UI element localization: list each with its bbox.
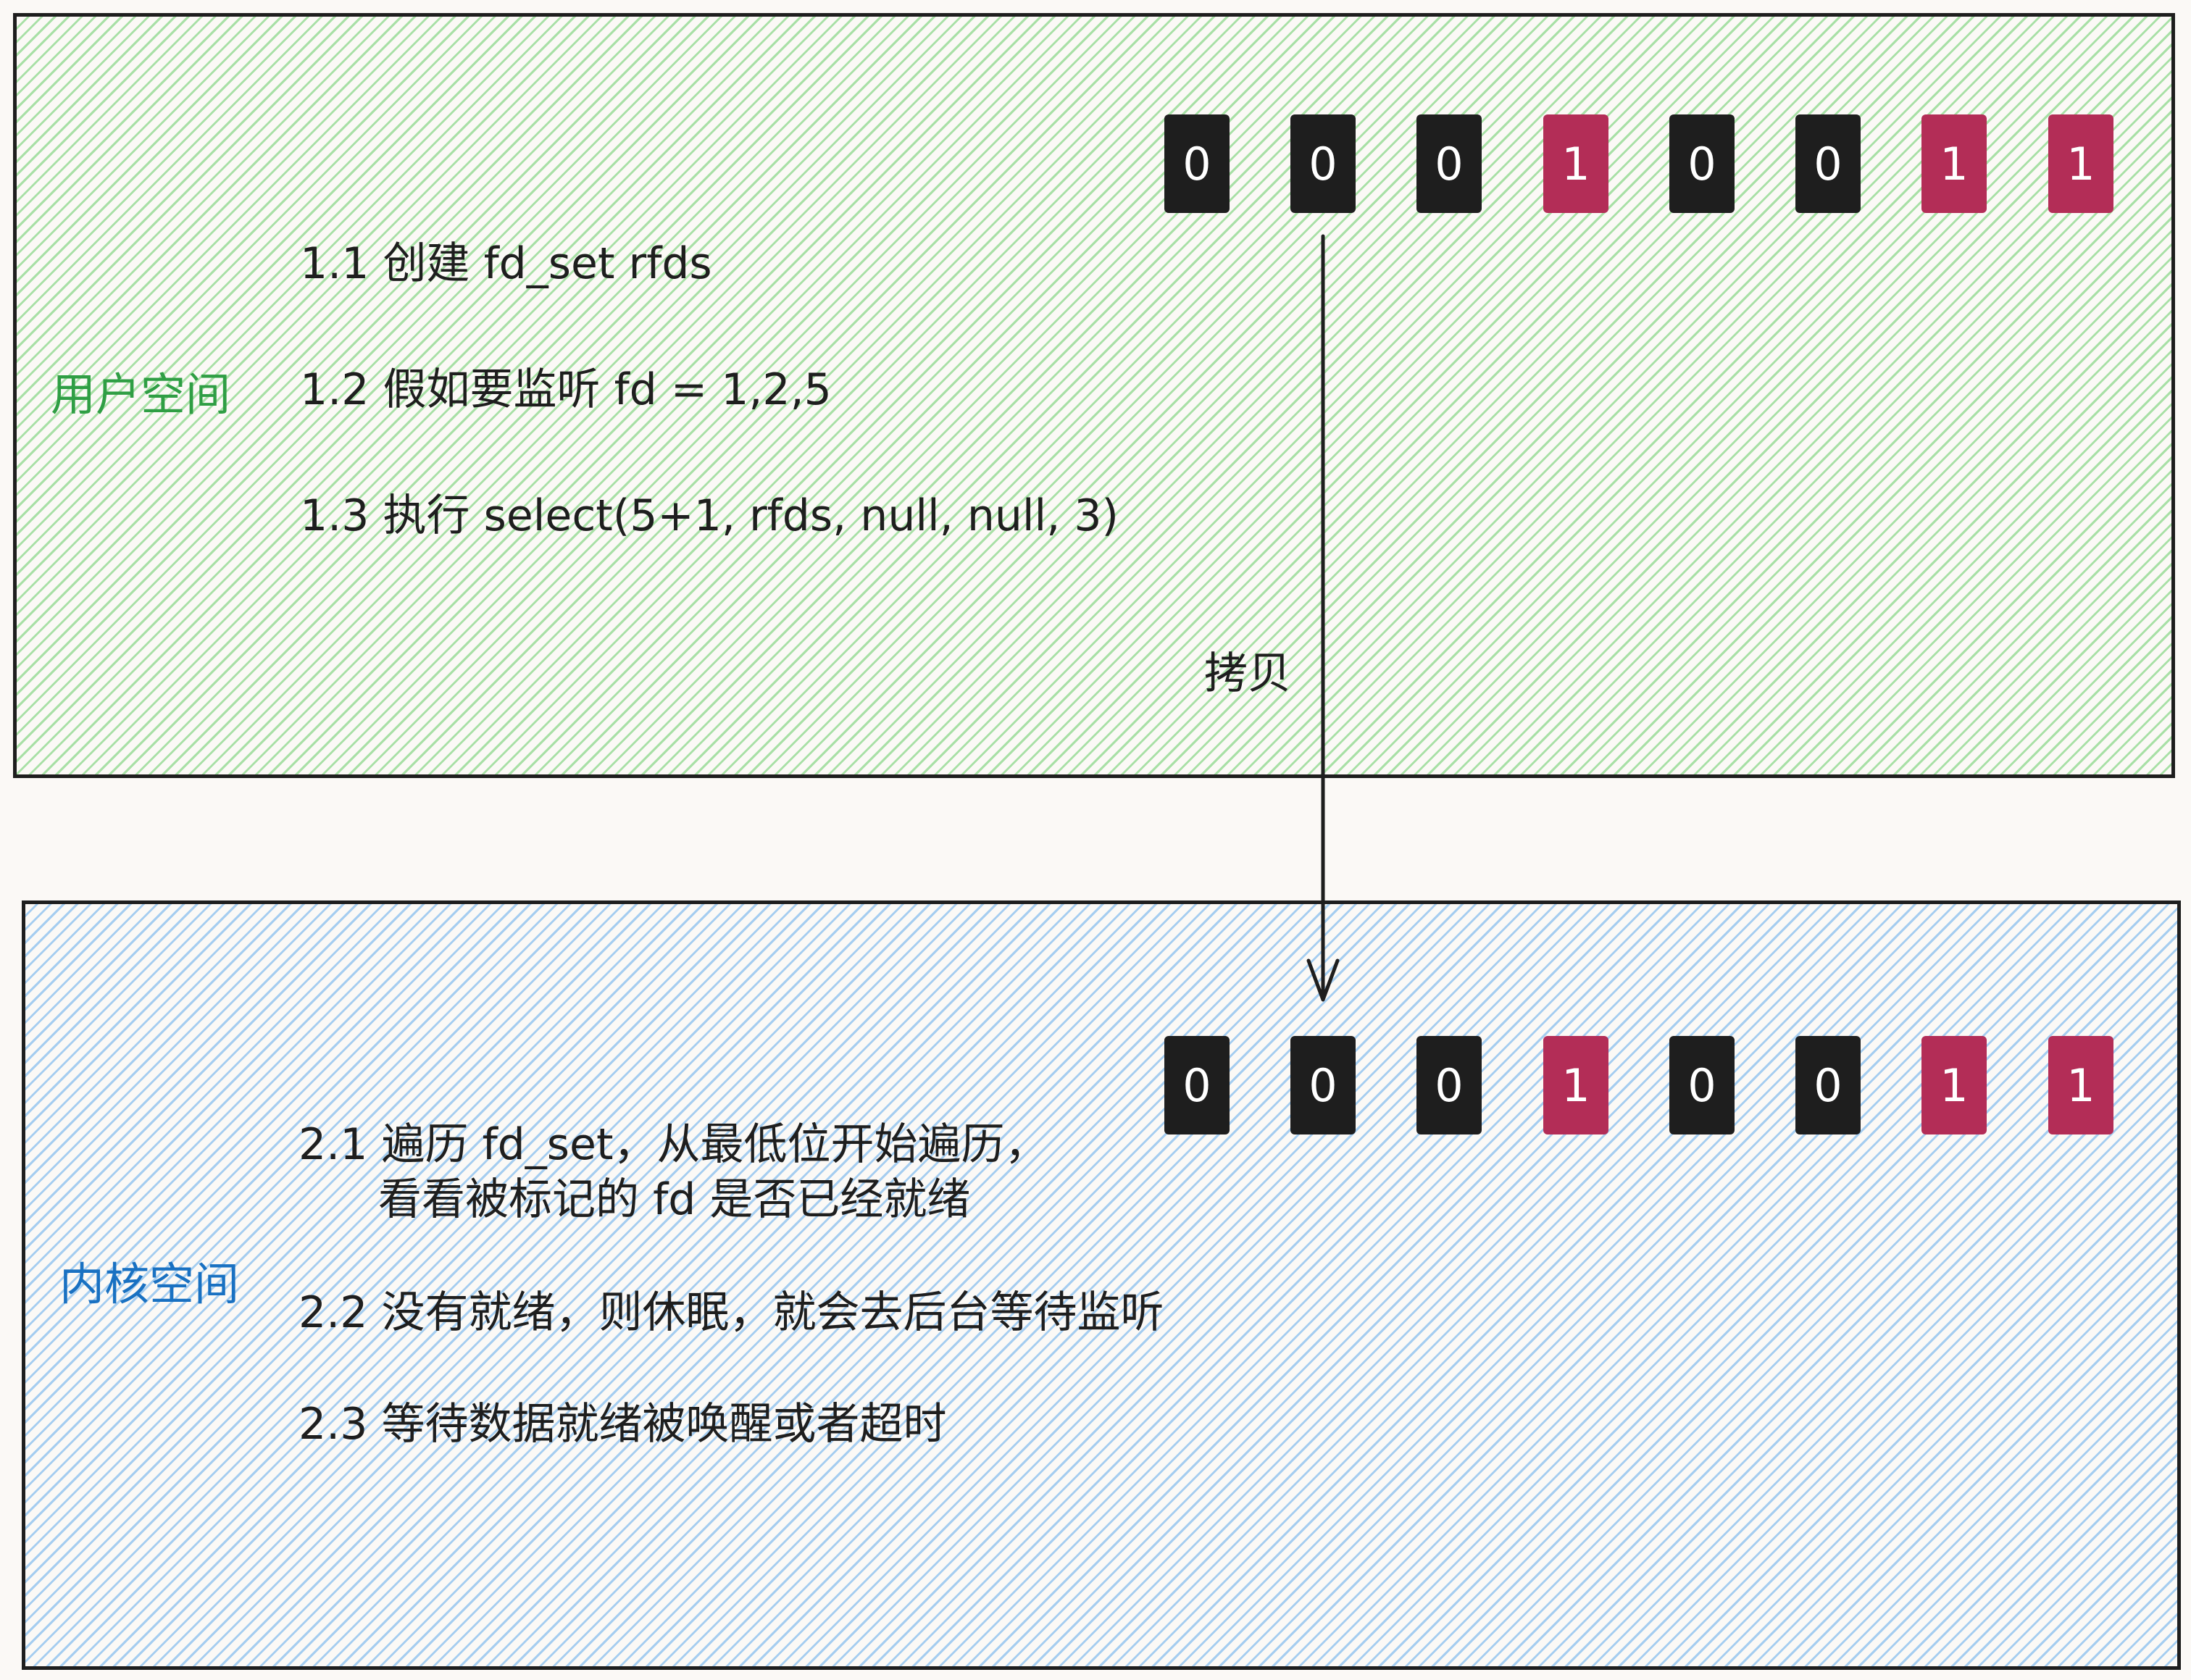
kernel-step-2: 2.2 没有就绪，则休眠，就会去后台等待监听 (299, 1287, 1164, 1338)
kernel-bit-2: 0 (1416, 1036, 1482, 1134)
kernel-bit-7: 1 (2048, 1036, 2113, 1134)
user-bit-2: 0 (1416, 114, 1482, 213)
kernel-bit-5: 0 (1795, 1036, 1861, 1134)
kernel-bit-6: 1 (1921, 1036, 1987, 1134)
user-bit-4: 0 (1669, 114, 1735, 213)
user-bit-3: 1 (1543, 114, 1608, 213)
copy-label: 拷贝 (1204, 648, 1291, 699)
user-step-3: 1.3 执行 select(5+1, rfds, null, null, 3) (300, 490, 1119, 541)
kernel-bit-0: 0 (1164, 1036, 1230, 1134)
user-bit-7: 1 (2048, 114, 2113, 213)
user-bit-5: 0 (1795, 114, 1861, 213)
user-bit-1: 0 (1290, 114, 1356, 213)
user-space-label: 用户空间 (51, 368, 231, 421)
kernel-space-panel (22, 900, 2181, 1670)
kernel-step-1-continuation: 看看被标记的 fd 是否已经就绪 (378, 1174, 971, 1225)
user-bit-0: 0 (1164, 114, 1230, 213)
user-step-1: 1.1 创建 fd_set rfds (300, 238, 712, 289)
kernel-bit-4: 0 (1669, 1036, 1735, 1134)
user-bit-6: 1 (1921, 114, 1987, 213)
kernel-step-3: 2.3 等待数据就绪被唤醒或者超时 (299, 1399, 947, 1450)
kernel-space-label: 内核空间 (59, 1258, 240, 1311)
kernel-bit-3: 1 (1543, 1036, 1608, 1134)
user-step-2: 1.2 假如要监听 fd = 1,2,5 (300, 364, 832, 415)
kernel-bit-1: 0 (1290, 1036, 1356, 1134)
kernel-step-1: 2.1 遍历 fd_set，从最低位开始遍历， (299, 1119, 1048, 1170)
